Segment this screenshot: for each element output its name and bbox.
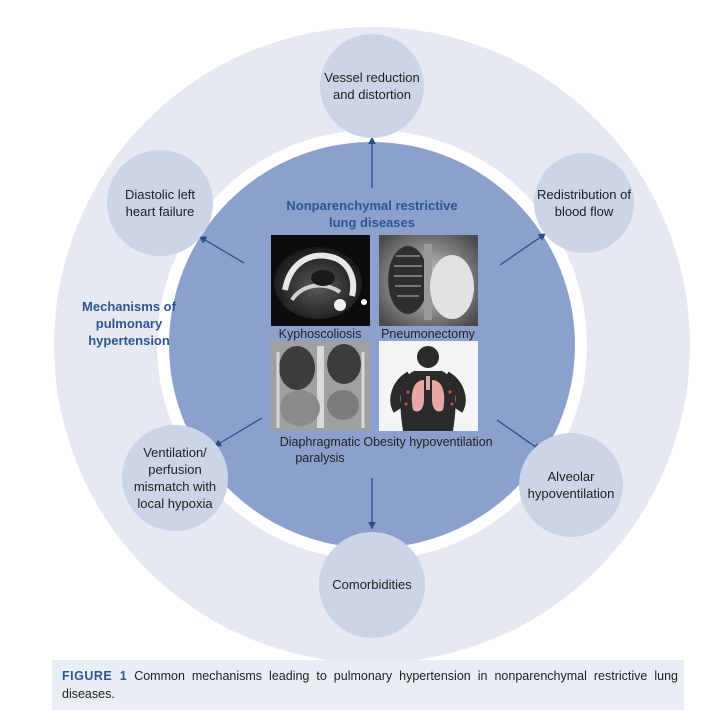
side-title: Mechanisms of pulmonary hypertension	[82, 299, 176, 348]
ct-coronal-image	[271, 341, 370, 431]
chest-xray-image	[379, 235, 478, 326]
arrow-alveolar	[496, 419, 542, 451]
caption-box	[52, 660, 684, 710]
satellite-comorbidities	[319, 532, 425, 638]
ct-scan-image	[271, 235, 370, 326]
arrow-redistribution	[499, 233, 547, 266]
satellite-ventilation	[122, 425, 228, 531]
satellite-redistribution	[534, 153, 634, 253]
satellite-alveolar	[519, 433, 623, 537]
figure-caption: FIGURE 1 Common mechanisms leading to pu…	[62, 667, 678, 703]
caption-text: Common mechanisms leading to pulmonary h…	[62, 669, 678, 702]
condition-diaphragmatic-label: Diaphragmatic paralysis	[279, 435, 361, 466]
satellite-vessel	[320, 34, 424, 138]
figure-label: FIGURE 1	[62, 669, 128, 683]
condition-obesity-label: Obesity hypoventilation	[363, 435, 493, 449]
mechanism-alveolar-label: Alveolar hypoventilation	[527, 468, 615, 501]
satellite-diastolic	[107, 150, 213, 256]
mechanism-ventilation-label: Ventilation/ perfusion mismatch with loc…	[133, 444, 217, 512]
mechanism-vessel-label: Vessel reduction and distortion	[324, 69, 420, 102]
arrow-ventilation	[213, 417, 263, 447]
condition-pneumonectomy-label: Pneumonectomy	[381, 327, 475, 341]
mechanism-diastolic-label: Diastolic left heart failure	[124, 186, 196, 219]
mechanism-redistribution-label: Redistribution of blood flow	[537, 186, 631, 219]
mechanism-diagram	[54, 27, 690, 660]
obesity-lungs-icon	[379, 341, 478, 431]
center-title: Nonparenchymal restrictive lung diseases	[286, 198, 458, 230]
arrow-diastolic	[198, 236, 245, 264]
condition-kyphoscoliosis-label: Kyphoscoliosis	[278, 327, 362, 341]
mechanism-comorbidities-label: Comorbidities	[332, 577, 412, 593]
